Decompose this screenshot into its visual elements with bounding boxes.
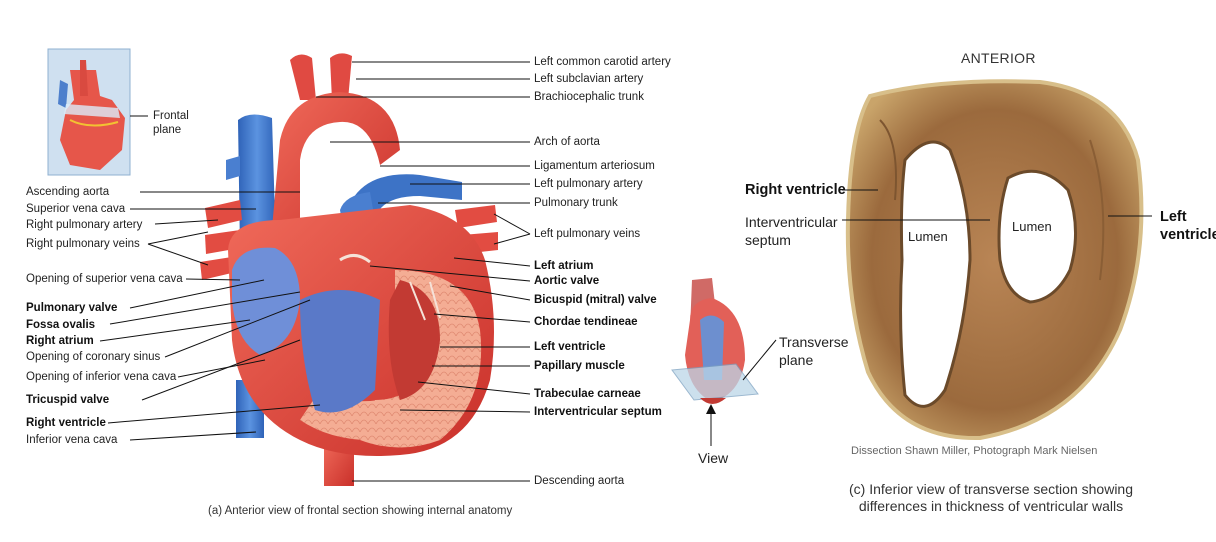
photo-label-left-ventricle: Left ventricle: [1160, 208, 1216, 244]
caption-c-line2: differences in thickness of ventricular …: [858, 498, 1124, 514]
left-ventricle-line2: ventricle: [1160, 227, 1216, 243]
frontal-section-heart: [200, 53, 498, 486]
photo-label-lumen-left: Lumen: [1012, 219, 1052, 234]
label-right-pulmonary-veins: Right pulmonary veins: [26, 238, 140, 250]
photo-label-lumen-right: Lumen: [908, 229, 948, 244]
anterior-label: ANTERIOR: [961, 50, 1036, 66]
transverse-plane-label: Transverse plane: [779, 333, 849, 369]
label-papillary-muscle: Papillary muscle: [534, 360, 625, 372]
label-brachiocephalic-trunk: Brachiocephalic trunk: [534, 91, 644, 103]
label-left-common-carotid-artery: Left common carotid artery: [534, 56, 671, 68]
view-label: View: [698, 450, 729, 466]
label-interventricular-septum: Interventricular septum: [534, 406, 662, 418]
label-bicuspid-mitral-valve: Bicuspid (mitral) valve: [534, 294, 657, 306]
right-leader-lines: [316, 61, 531, 482]
septum-label-line1: Interventricular: [745, 214, 838, 230]
photo-label-right-ventricle: Right ventricle: [745, 182, 846, 198]
transverse-plane-diagram: [671, 278, 777, 446]
frontal-plane-inset: [47, 48, 131, 176]
label-opening-inferior-vena-cava: Opening of inferior vena cava: [26, 371, 177, 383]
transverse-label-line1: Transverse: [779, 334, 849, 350]
label-left-pulmonary-veins: Left pulmonary veins: [534, 228, 641, 240]
label-left-atrium: Left atrium: [534, 260, 594, 272]
label-left-subclavian-artery: Left subclavian artery: [534, 73, 644, 85]
label-ascending-aorta: Ascending aorta: [26, 186, 110, 198]
transverse-section-photo: [842, 79, 1152, 441]
label-superior-vena-cava: Superior vena cava: [26, 203, 126, 215]
label-right-pulmonary-artery: Right pulmonary artery: [26, 219, 143, 231]
label-pulmonary-trunk: Pulmonary trunk: [534, 197, 618, 209]
label-right-atrium: Right atrium: [26, 335, 94, 347]
label-tricuspid-valve: Tricuspid valve: [26, 394, 110, 406]
caption-panel-c: (c) Inferior view of transverse section …: [846, 481, 1136, 515]
label-opening-coronary-sinus: Opening of coronary sinus: [26, 351, 161, 363]
inset-frontal-plane-label: Frontal plane: [153, 109, 189, 137]
label-left-pulmonary-artery: Left pulmonary artery: [534, 178, 643, 190]
label-fossa-ovalis: Fossa ovalis: [26, 319, 96, 331]
frontal-label-line2: plane: [153, 124, 182, 136]
label-chordae-tendineae: Chordae tendineae: [534, 316, 638, 328]
label-descending-aorta: Descending aorta: [534, 475, 625, 487]
caption-c-line1: (c) Inferior view of transverse section …: [849, 481, 1133, 497]
septum-label-line2: septum: [745, 232, 791, 248]
label-right-ventricle: Right ventricle: [26, 417, 106, 429]
label-opening-superior-vena-cava: Opening of superior vena cava: [26, 273, 183, 285]
label-aortic-valve: Aortic valve: [534, 275, 600, 287]
label-left-ventricle: Left ventricle: [534, 341, 606, 353]
left-leader-lines: [99, 115, 321, 441]
photo-label-interventricular-septum: Interventricular septum: [745, 213, 838, 249]
label-inferior-vena-cava: Inferior vena cava: [26, 434, 118, 446]
transverse-label-line2: plane: [779, 352, 814, 368]
frontal-label-line1: Frontal: [153, 110, 189, 122]
left-ventricle-line1: Left: [1160, 209, 1187, 225]
photo-credit: Dissection Shawn Miller, Photograph Mark…: [851, 445, 1098, 457]
caption-panel-a: (a) Anterior view of frontal section sho…: [208, 505, 513, 517]
label-pulmonary-valve: Pulmonary valve: [26, 302, 118, 314]
label-ligamentum-arteriosum: Ligamentum arteriosum: [534, 160, 655, 172]
label-arch-of-aorta: Arch of aorta: [534, 136, 600, 148]
label-trabeculae-carneae: Trabeculae carneae: [534, 388, 641, 400]
